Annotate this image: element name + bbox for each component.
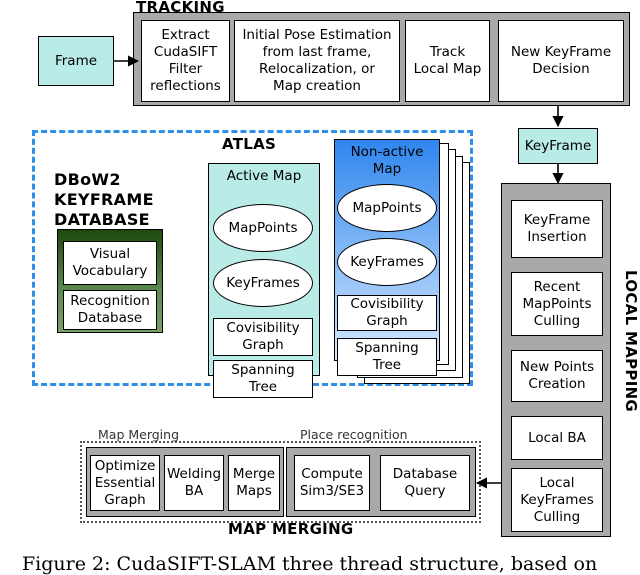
map-merging-section-title: Map Merging <box>98 427 180 442</box>
optimize-essential-graph-box[interactable]: Optimize Essential Graph <box>90 455 160 511</box>
visual-vocabulary-box[interactable]: Visual Vocabulary <box>63 241 157 285</box>
track-local-map-box[interactable]: Track Local Map <box>405 20 490 102</box>
compute-sim3-box[interactable]: Compute Sim3/SE3 <box>294 455 370 511</box>
recognition-database-box[interactable]: Recognition Database <box>63 290 157 330</box>
active-mappoints-ellipse[interactable]: MapPoints <box>213 204 313 252</box>
nonactive-mappoints-ellipse[interactable]: MapPoints <box>337 184 437 232</box>
figure-caption: Figure 2: CudaSIFT-SLAM three thread str… <box>22 553 598 575</box>
welding-ba-box[interactable]: Welding BA <box>164 455 224 511</box>
extract-box[interactable]: Extract CudaSIFT Filter reflections <box>141 20 230 102</box>
local-ba-box[interactable]: Local BA <box>511 416 603 460</box>
recent-mappoints-culling-box[interactable]: Recent MapPoints Culling <box>511 272 603 336</box>
dbow-database-title: DBoW2 KEYFRAME DATABASE <box>54 170 154 229</box>
merge-maps-box[interactable]: Merge Maps <box>228 455 280 511</box>
active-keyframes-ellipse[interactable]: KeyFrames <box>213 259 313 307</box>
new-points-creation-box[interactable]: New Points Creation <box>511 350 603 402</box>
new-keyframe-decision-box[interactable]: New KeyFrame Decision <box>498 20 624 102</box>
atlas-title: ATLAS <box>222 135 277 153</box>
nonactive-covisibility-graph-box[interactable]: Covisibility Graph <box>337 295 437 331</box>
place-recognition-section-title: Place recognition <box>300 427 408 442</box>
keyframe-insertion-box[interactable]: KeyFrame Insertion <box>511 200 603 258</box>
active-covisibility-graph-box[interactable]: Covisibility Graph <box>213 318 313 356</box>
initial-pose-box[interactable]: Initial Pose Estimation from last frame,… <box>234 20 400 102</box>
nonactive-spanning-tree-box[interactable]: Spanning Tree <box>337 338 437 376</box>
frame-box[interactable]: Frame <box>38 36 114 86</box>
active-map-title: Active Map <box>226 167 302 184</box>
map-merging-title: MAP MERGING <box>228 520 354 538</box>
local-keyframes-culling-box[interactable]: Local KeyFrames Culling <box>511 468 603 532</box>
database-query-box[interactable]: Database Query <box>380 455 470 511</box>
keyframe-box[interactable]: KeyFrame <box>518 128 598 164</box>
nonactive-map-title: Non-active Map <box>350 144 424 177</box>
active-spanning-tree-box[interactable]: Spanning Tree <box>213 360 313 398</box>
nonactive-keyframes-ellipse[interactable]: KeyFrames <box>337 238 437 286</box>
tracking-title: TRACKING <box>136 0 225 16</box>
